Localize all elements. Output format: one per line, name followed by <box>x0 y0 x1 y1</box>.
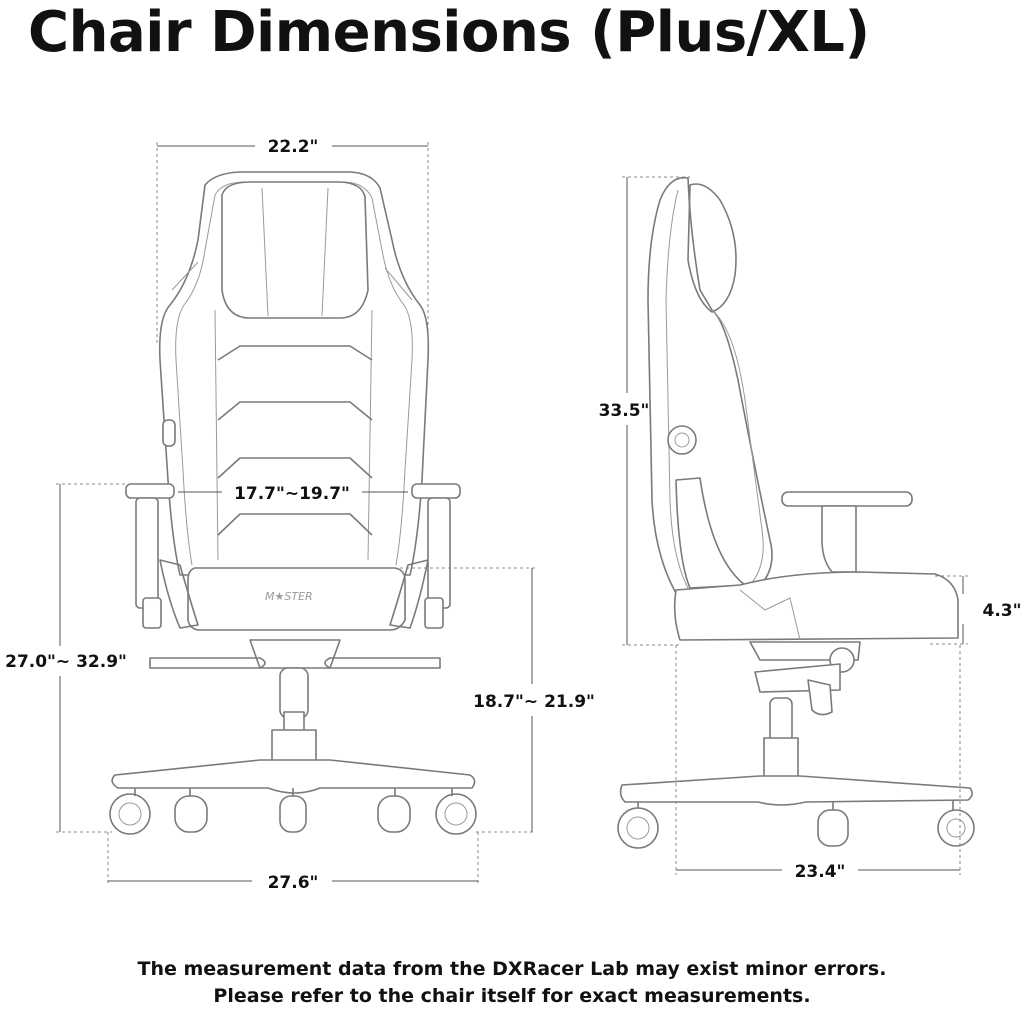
disclaimer-line-2: Please refer to the chair itself for exa… <box>213 985 811 1007</box>
base-width-label: 27.6" <box>268 873 319 893</box>
armrest-height-label: 27.0"~ 32.9" <box>5 652 127 672</box>
front-gas-cylinder <box>279 667 309 719</box>
seat-logo-text: M★STER <box>265 590 313 603</box>
side-gas-cylinder <box>769 697 793 743</box>
side-dimension-lines <box>622 176 968 875</box>
front-dimension-lines <box>56 142 535 885</box>
base-depth-label: 23.4" <box>795 862 846 882</box>
front-left-armrest <box>125 483 175 499</box>
side-seat <box>673 571 959 641</box>
side-armrest <box>781 491 913 507</box>
page-title: Chair Dimensions (Plus/XL) <box>28 0 870 65</box>
front-headrest-pillow <box>221 181 369 319</box>
side-star-base <box>619 775 973 806</box>
backrest-height-label: 33.5" <box>599 401 650 421</box>
measurement-disclaimer: The measurement data from the DXRacer La… <box>0 956 1024 1010</box>
front-right-armrest <box>411 483 461 499</box>
front-casters <box>109 788 477 835</box>
seat-width-label: 17.7"~19.7" <box>234 484 350 504</box>
side-casters <box>617 800 975 849</box>
front-star-base <box>111 759 476 794</box>
disclaimer-line-1: The measurement data from the DXRacer La… <box>137 958 887 980</box>
side-view-chair <box>617 176 975 849</box>
front-seat <box>187 567 406 631</box>
side-headrest-pillow <box>687 183 737 313</box>
seat-height-label: 18.7"~ 21.9" <box>473 692 595 712</box>
front-view-chair: M★STER <box>109 171 477 835</box>
backrest-width-label: 22.2" <box>268 137 319 157</box>
seat-thickness-label: 4.3" <box>983 601 1022 621</box>
